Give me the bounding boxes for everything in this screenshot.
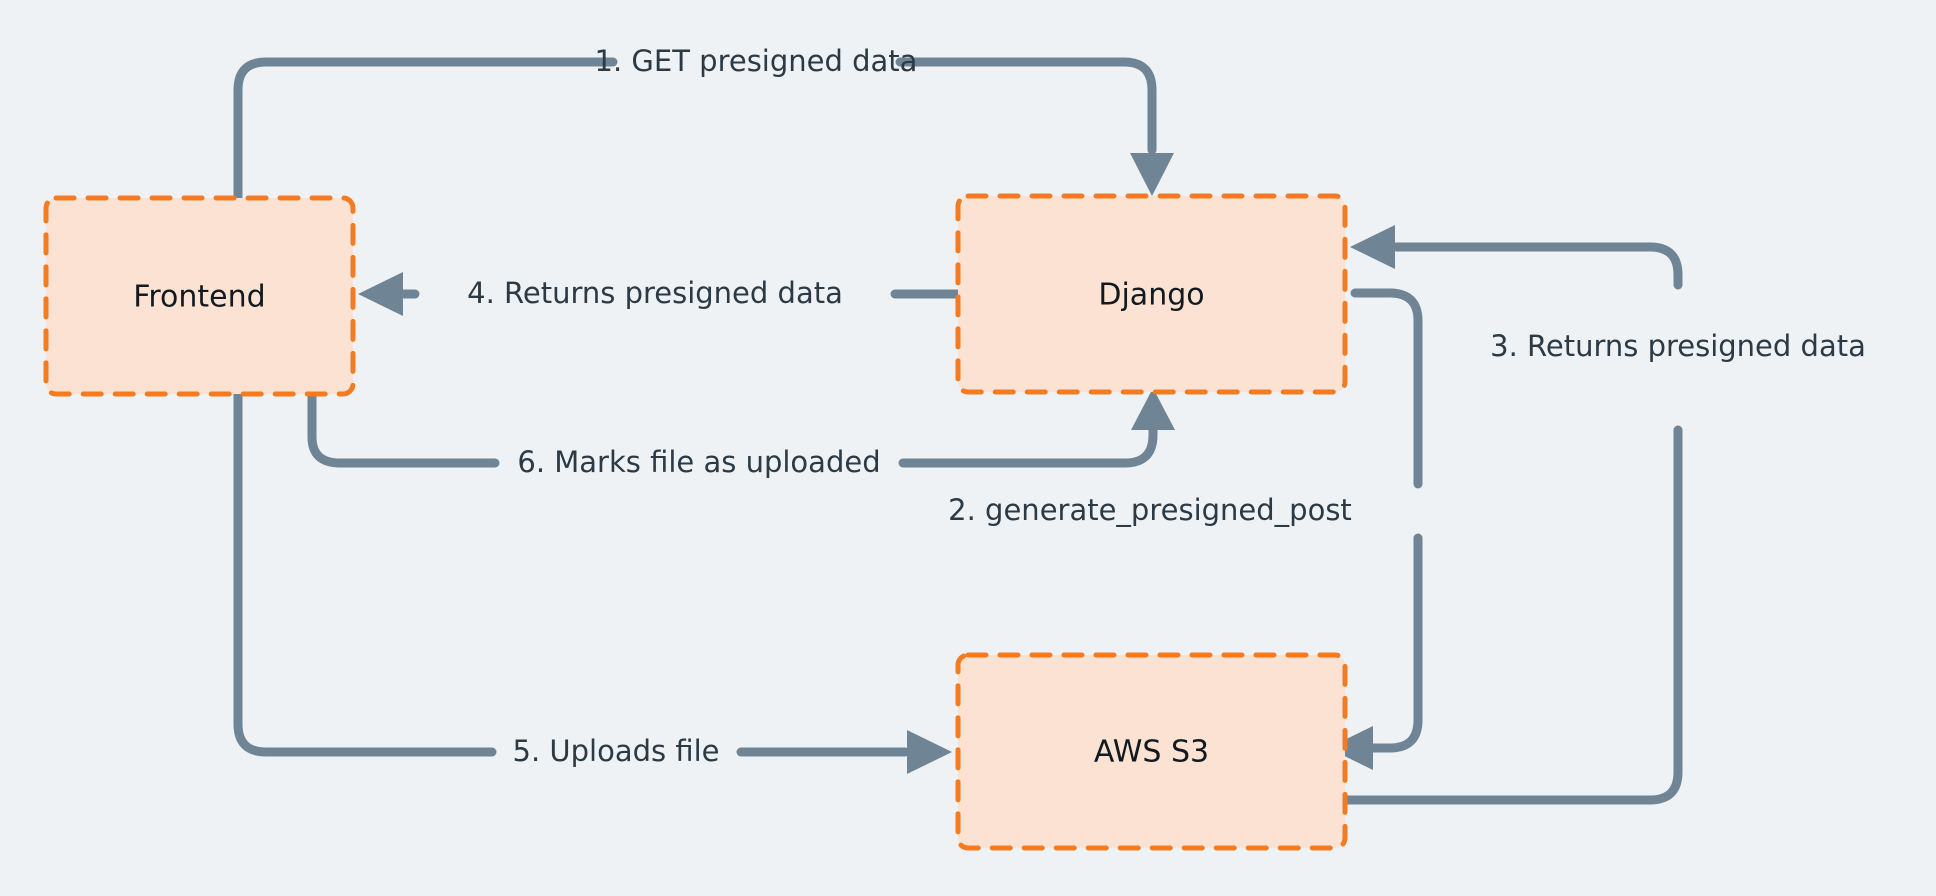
edge-5-path-left — [233, 389, 497, 757]
edge-6-path-right — [898, 422, 1158, 468]
edge-3-path-upper — [1391, 242, 1683, 290]
edge-5-uploads-file: 5. Uploads file — [233, 389, 952, 774]
edge-2-path-lower — [1367, 533, 1423, 753]
edge-6-marks-file-as-uploaded: 6. Marks file as uploaded — [307, 388, 1175, 479]
edge-2-path-upper — [1350, 288, 1423, 489]
node-aws-s3[interactable]: AWS S3 — [955, 652, 1348, 851]
edge-4-label: 4. Returns presigned data — [467, 276, 843, 310]
edge-3-label: 3. Returns presigned data — [1490, 329, 1866, 363]
node-frontend-box[interactable] — [43, 195, 356, 397]
edge-5-label: 5. Uploads file — [513, 734, 720, 768]
edge-3-returns-presigned-data: 3. Returns presigned data — [1340, 225, 1866, 805]
edge-3-path-lower — [1340, 425, 1683, 805]
edge-1-path-right — [895, 57, 1157, 155]
edge-1-label: 1. GET presigned data — [595, 44, 918, 78]
node-frontend-label: Frontend — [133, 280, 265, 315]
edge-1-get-presigned-data: 1. GET presigned data — [233, 44, 1174, 203]
edge-4-arrowhead — [358, 272, 403, 316]
edge-2-arrowhead — [1328, 726, 1373, 770]
edge-6-label: 6. Marks file as uploaded — [517, 445, 880, 479]
node-aws-s3-label: AWS S3 — [1094, 735, 1209, 770]
edge-2-label: 2. generate_presigned_post — [948, 493, 1352, 527]
edge-6-path-left — [307, 389, 500, 468]
node-frontend[interactable]: Frontend — [43, 195, 356, 397]
edge-5-arrowhead — [907, 730, 952, 774]
edge-1-arrowhead — [1130, 153, 1174, 196]
node-django[interactable]: Django — [955, 193, 1348, 395]
edge-3-arrowhead — [1350, 225, 1395, 269]
edge-6-arrowhead — [1131, 388, 1175, 430]
edge-1-path-left — [233, 57, 618, 203]
edge-4-returns-presigned-data: 4. Returns presigned data — [358, 272, 963, 316]
node-django-label: Django — [1098, 278, 1204, 313]
node-django-box[interactable] — [955, 193, 1348, 395]
node-aws-s3-box[interactable] — [955, 652, 1348, 851]
edge-2-generate-presigned-post: 2. generate_presigned_post — [948, 288, 1423, 770]
